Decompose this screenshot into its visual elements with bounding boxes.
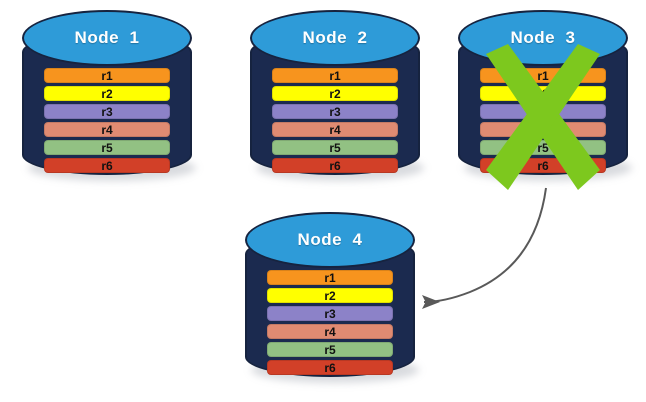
node-3-title: Node 3 — [510, 28, 576, 47]
row-label: r5 — [329, 140, 341, 155]
node-3-row-r4[interactable]: r4 — [480, 122, 606, 137]
node-4-top-face: Node 4 — [245, 212, 415, 268]
node-2-row-r6[interactable]: r6 — [272, 158, 398, 173]
node-3-row-r6[interactable]: r6 — [480, 158, 606, 173]
row-label: r5 — [537, 140, 549, 155]
node-3-row-r2[interactable]: r2 — [480, 86, 606, 101]
node-4[interactable]: Node 4 r1 r2 r3 r4 r5 r6 — [245, 212, 419, 383]
row-label: r2 — [324, 288, 336, 303]
node-1-row-stack: r1 r2 r3 r4 r5 r6 — [44, 68, 170, 173]
node-3-row-r1[interactable]: r1 — [480, 68, 606, 83]
row-label: r4 — [537, 122, 549, 137]
node-3[interactable]: Node 3 r1 r2 r3 r4 r5 r6 — [458, 10, 632, 181]
node-2-row-r2[interactable]: r2 — [272, 86, 398, 101]
node-2-row-r1[interactable]: r1 — [272, 68, 398, 83]
row-label: r1 — [537, 68, 549, 83]
node-1-row-r1[interactable]: r1 — [44, 68, 170, 83]
node-2[interactable]: Node 2 r1 r2 r3 r4 r5 r6 — [250, 10, 424, 181]
node-2-title: Node 2 — [302, 28, 368, 47]
node-3-row-r5[interactable]: r5 — [480, 140, 606, 155]
node-3-row-r3[interactable]: r3 — [480, 104, 606, 119]
row-label: r5 — [324, 342, 336, 357]
row-label: r6 — [537, 158, 549, 173]
row-label: r4 — [329, 122, 341, 137]
row-label: r3 — [329, 104, 341, 119]
node-1-top-face: Node 1 — [22, 10, 192, 66]
row-label: r2 — [537, 86, 549, 101]
node-1-row-r2[interactable]: r2 — [44, 86, 170, 101]
node-2-row-r3[interactable]: r3 — [272, 104, 398, 119]
node-2-row-r5[interactable]: r5 — [272, 140, 398, 155]
row-label: r6 — [329, 158, 341, 173]
node-3-top-face: Node 3 — [458, 10, 628, 66]
node-1-row-r3[interactable]: r3 — [44, 104, 170, 119]
row-label: r1 — [329, 68, 341, 83]
row-label: r5 — [101, 140, 113, 155]
node-4-row-r2[interactable]: r2 — [267, 288, 393, 303]
node-2-row-r4[interactable]: r4 — [272, 122, 398, 137]
row-label: r3 — [537, 104, 549, 119]
row-label: r3 — [324, 306, 336, 321]
node-1-row-r4[interactable]: r4 — [44, 122, 170, 137]
row-label: r1 — [324, 270, 336, 285]
node-1-row-r5[interactable]: r5 — [44, 140, 170, 155]
node-2-top-face: Node 2 — [250, 10, 420, 66]
node-4-row-r6[interactable]: r6 — [267, 360, 393, 375]
row-label: r2 — [329, 86, 341, 101]
node-1-row-r6[interactable]: r6 — [44, 158, 170, 173]
node-4-title: Node 4 — [297, 230, 363, 249]
node-4-row-r3[interactable]: r3 — [267, 306, 393, 321]
node-3-row-stack: r1 r2 r3 r4 r5 r6 — [480, 68, 606, 173]
row-label: r2 — [101, 86, 113, 101]
node-4-row-r5[interactable]: r5 — [267, 342, 393, 357]
row-label: r6 — [324, 360, 336, 375]
node-4-row-r1[interactable]: r1 — [267, 270, 393, 285]
row-label: r4 — [101, 122, 113, 137]
row-label: r4 — [324, 324, 336, 339]
row-label: r1 — [101, 68, 113, 83]
node-4-row-r4[interactable]: r4 — [267, 324, 393, 339]
node-4-row-stack: r1 r2 r3 r4 r5 r6 — [267, 270, 393, 375]
row-label: r3 — [101, 104, 113, 119]
node-1-title: Node 1 — [74, 28, 140, 47]
row-label: r6 — [101, 158, 113, 173]
node-2-row-stack: r1 r2 r3 r4 r5 r6 — [272, 68, 398, 173]
node-1[interactable]: Node 1 r1 r2 r3 r4 r5 r6 — [22, 10, 196, 181]
